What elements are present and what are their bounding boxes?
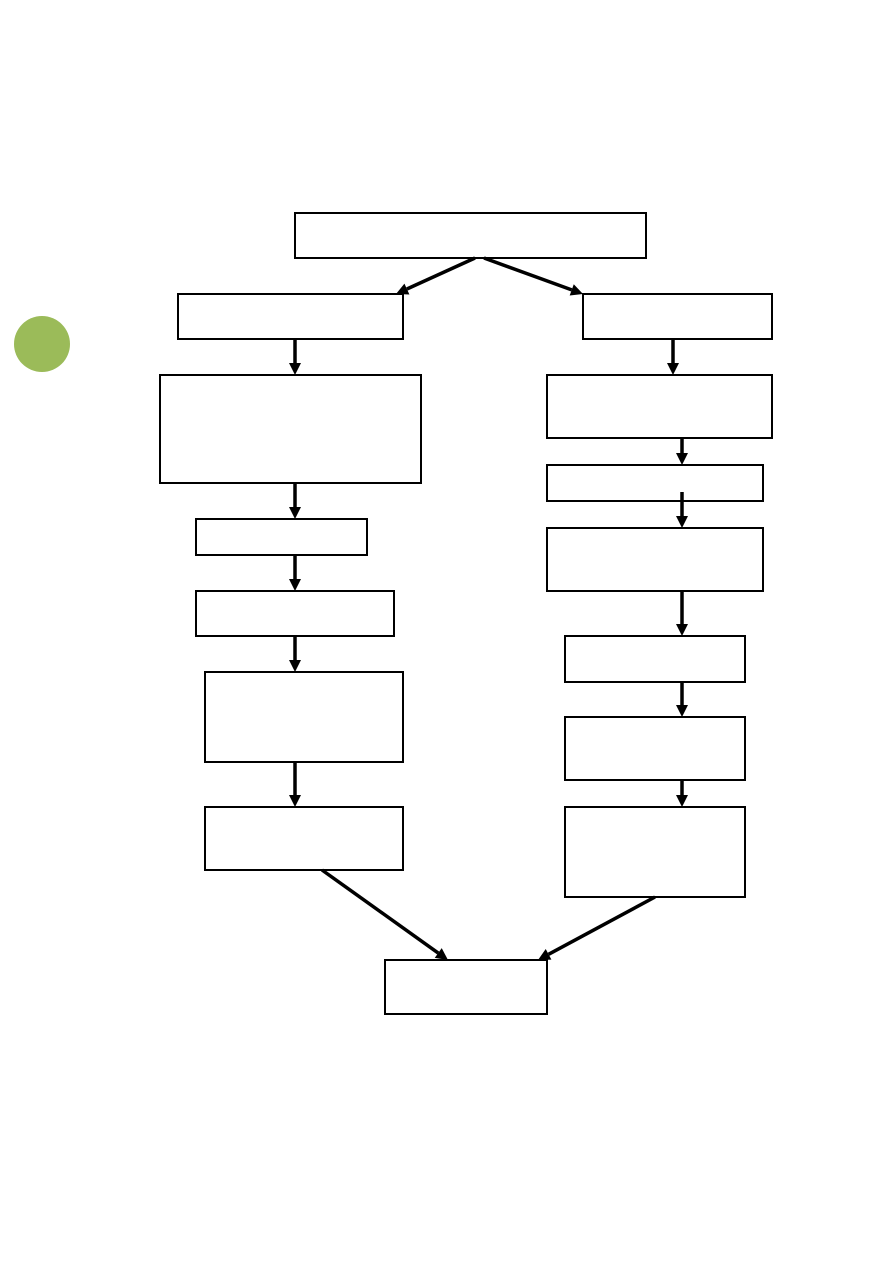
connector-start-to-left-branch [396, 256, 476, 295]
decorative-green-circle [14, 316, 70, 372]
arrowhead-icon [667, 363, 679, 375]
flowchart-connectors [289, 256, 688, 960]
node-right-step-3 [546, 527, 764, 592]
flowchart-nodes [159, 212, 773, 1015]
connector-left-step-4-to-left-step-5 [289, 762, 301, 807]
connector-line [547, 895, 656, 956]
arrowhead-icon [289, 507, 301, 519]
connector-left-step-2-to-left-step-3 [289, 555, 301, 591]
arrowhead-icon [289, 795, 301, 807]
arrowhead-icon [676, 795, 688, 807]
node-right-step-1 [546, 374, 773, 439]
node-right-step-2 [546, 464, 764, 502]
node-right-step-6 [564, 806, 746, 898]
node-left-step-3 [195, 590, 395, 637]
connector-line [406, 256, 476, 291]
connector-right-step-6-to-end [538, 895, 656, 960]
connector-left-step-1-to-left-step-2 [289, 483, 301, 519]
arrowhead-icon [569, 284, 583, 296]
node-start [294, 212, 647, 259]
connector-left-step-5-to-end [320, 868, 448, 960]
node-right-step-5 [564, 716, 746, 781]
arrowhead-icon [396, 283, 410, 295]
arrowhead-icon [676, 624, 688, 636]
connector-start-to-right-branch [483, 256, 583, 296]
arrowhead-icon [538, 949, 552, 960]
arrowhead-icon [676, 453, 688, 465]
node-end [384, 959, 548, 1015]
connector-line [320, 868, 440, 955]
arrowhead-icon [676, 516, 688, 528]
connector-right-branch-to-right-step-1 [667, 339, 679, 375]
arrowhead-icon [289, 660, 301, 672]
connector-right-step-3-to-right-step-4 [676, 591, 688, 636]
connector-right-step-4-to-right-step-5 [676, 681, 688, 717]
connector-left-branch-to-left-step-1 [289, 339, 301, 375]
arrowhead-icon [289, 363, 301, 375]
node-left-step-1 [159, 374, 422, 484]
node-right-branch [582, 293, 773, 340]
node-left-step-5 [204, 806, 404, 871]
arrowhead-icon [289, 579, 301, 591]
connector-line [483, 256, 573, 292]
connector-right-step-2-to-right-step-3 [676, 492, 688, 528]
connector-left-step-3-to-left-step-4 [289, 636, 301, 672]
arrowhead-icon [676, 705, 688, 717]
node-left-branch [177, 293, 404, 340]
node-left-step-2 [195, 518, 368, 556]
arrowhead-icon [434, 948, 448, 960]
node-right-step-4 [564, 635, 746, 683]
connector-right-step-1-to-right-step-2 [676, 438, 688, 465]
node-left-step-4 [204, 671, 404, 763]
connector-right-step-5-to-right-step-6 [676, 780, 688, 807]
